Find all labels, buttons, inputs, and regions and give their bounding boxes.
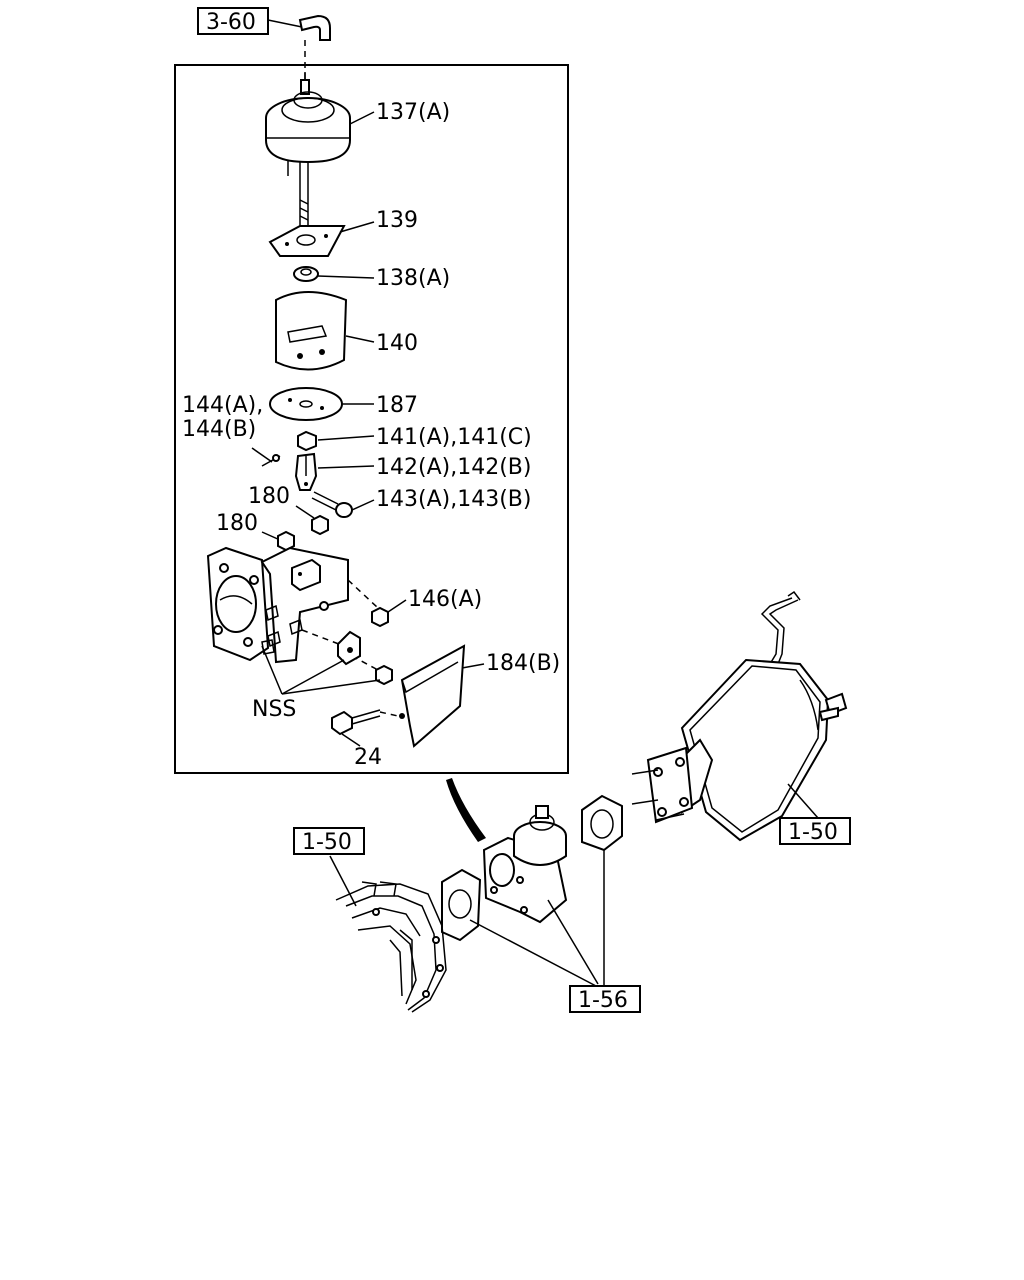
leader-144 — [251, 447, 273, 463]
exhaust-manifold — [335, 881, 447, 1013]
label-146[interactable]: 146(A) — [408, 587, 482, 612]
label-138[interactable]: 138(A) — [376, 266, 450, 291]
label-139[interactable]: 139 — [376, 208, 418, 233]
label-144b[interactable]: 144(B) — [182, 417, 256, 442]
label-184[interactable]: 184(B) — [486, 651, 560, 676]
leader-nss-2 — [281, 659, 345, 695]
cover-140 — [275, 291, 348, 371]
muffler-assembly — [631, 590, 848, 842]
label-140[interactable]: 140 — [376, 331, 418, 356]
detail-pointer-arrow — [446, 778, 486, 842]
nut-146 — [371, 606, 389, 628]
valve-bracket-assembly — [206, 546, 349, 664]
ref-box-top[interactable]: 3-60 — [197, 7, 269, 35]
gasket-left — [441, 868, 482, 942]
leader-nss-1 — [261, 645, 283, 695]
label-180-upper[interactable]: 180 — [248, 484, 290, 509]
ref-label-top: 3-60 — [206, 10, 256, 35]
nut-180-upper — [311, 514, 329, 536]
leader-valve — [547, 899, 599, 985]
leader-24 — [341, 733, 361, 747]
disc-187 — [269, 387, 343, 421]
leader-141 — [317, 435, 375, 441]
bolt-143 — [311, 491, 353, 518]
ref-box-bottom[interactable]: 1-56 — [569, 985, 641, 1013]
ref-top-leader — [267, 19, 303, 28]
leader-142 — [317, 465, 375, 469]
pipe-elbow — [298, 14, 331, 41]
ref-label-bottom: 1-56 — [578, 988, 628, 1013]
actuator-137 — [265, 72, 351, 226]
leader-146 — [387, 599, 407, 613]
leader-nss-3 — [281, 679, 381, 695]
lever-arm — [337, 630, 361, 666]
dash-arm — [301, 629, 345, 647]
dash-146 — [347, 579, 379, 609]
label-nss[interactable]: NSS — [252, 697, 296, 722]
exhaust-brake-valve — [482, 805, 568, 924]
pin-144 — [261, 454, 281, 467]
detail-frame — [174, 64, 569, 774]
label-180-lower[interactable]: 180 — [216, 511, 258, 536]
bolt-24 — [331, 709, 399, 736]
label-187[interactable]: 187 — [376, 393, 418, 418]
label-141[interactable]: 141(A),141(C) — [376, 425, 532, 450]
leader-143 — [351, 499, 375, 511]
leader-140 — [345, 335, 375, 343]
ref-label-left: 1-50 — [302, 830, 352, 855]
nut-arm — [375, 664, 393, 686]
leader-184 — [461, 663, 485, 669]
label-144a[interactable]: 144(A), — [182, 393, 263, 418]
leader-ref-right — [787, 783, 819, 819]
gasket-right — [581, 794, 623, 852]
shield-184 — [399, 644, 466, 748]
nut-141 — [297, 430, 317, 452]
label-137[interactable]: 137(A) — [376, 100, 450, 125]
plate-139 — [268, 225, 346, 257]
ref-label-right: 1-50 — [788, 820, 838, 845]
label-143[interactable]: 143(A),143(B) — [376, 487, 531, 512]
leader-gasket-left — [469, 919, 597, 987]
nut-180-lower — [277, 530, 295, 552]
leader-180-upper — [295, 505, 315, 519]
leader-138 — [317, 275, 375, 279]
clevis-142 — [294, 452, 318, 491]
leader-137 — [349, 111, 375, 125]
label-142[interactable]: 142(A),142(B) — [376, 455, 531, 480]
ref-box-left[interactable]: 1-50 — [293, 827, 365, 855]
label-24[interactable]: 24 — [354, 745, 382, 770]
leader-139 — [339, 221, 375, 233]
washer-138 — [293, 266, 319, 282]
leader-ref-left — [329, 855, 357, 907]
ref-box-right[interactable]: 1-50 — [779, 817, 851, 845]
